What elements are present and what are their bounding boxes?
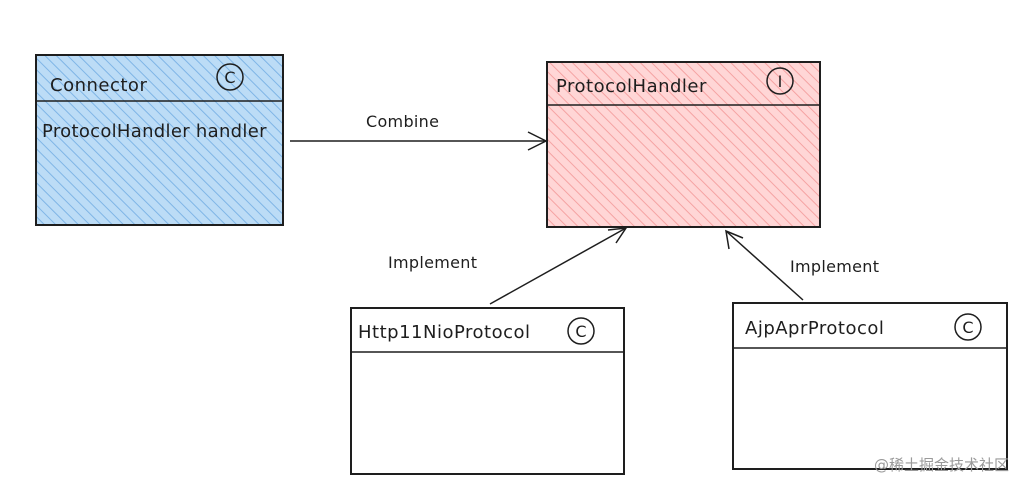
connector-title: Connector bbox=[50, 75, 147, 96]
protocolhandler-interface-box[interactable]: ProtocolHandler I bbox=[546, 61, 821, 228]
implement-label-ajpapr: Implement bbox=[790, 257, 879, 276]
implement-arrow-ajpapr[interactable]: Implement bbox=[725, 229, 879, 301]
http11nioprotocol-badge-label: C bbox=[575, 322, 586, 341]
ajpaprprotocol-title: AjpAprProtocol bbox=[745, 318, 884, 339]
connector-field: ProtocolHandler handler bbox=[42, 121, 267, 142]
implement-label-http11nio: Implement bbox=[388, 253, 477, 272]
implement-arrow-http11nio[interactable]: Implement bbox=[388, 227, 628, 305]
connector-badge-label: C bbox=[224, 68, 235, 87]
combine-label: Combine bbox=[366, 112, 439, 131]
http11nioprotocol-class-badge-icon: C bbox=[567, 317, 595, 345]
http11nioprotocol-title: Http11NioProtocol bbox=[358, 322, 531, 343]
ajpaprprotocol-class-box[interactable]: AjpAprProtocol C bbox=[732, 302, 1008, 470]
protocolhandler-badge-label: I bbox=[778, 72, 783, 91]
combine-arrow[interactable]: Combine bbox=[290, 112, 548, 151]
ajpaprprotocol-badge-label: C bbox=[962, 318, 973, 337]
watermark: @稀土掘金技术社区 bbox=[873, 456, 1009, 474]
connector-class-box[interactable]: Connector C ProtocolHandler handler bbox=[35, 54, 284, 226]
protocolhandler-title: ProtocolHandler bbox=[556, 76, 707, 97]
connector-class-badge-icon: C bbox=[216, 63, 244, 91]
interface-badge-icon: I bbox=[766, 67, 794, 95]
http11nioprotocol-class-box[interactable]: Http11NioProtocol C bbox=[350, 307, 625, 475]
ajpaprprotocol-class-badge-icon: C bbox=[954, 313, 982, 341]
